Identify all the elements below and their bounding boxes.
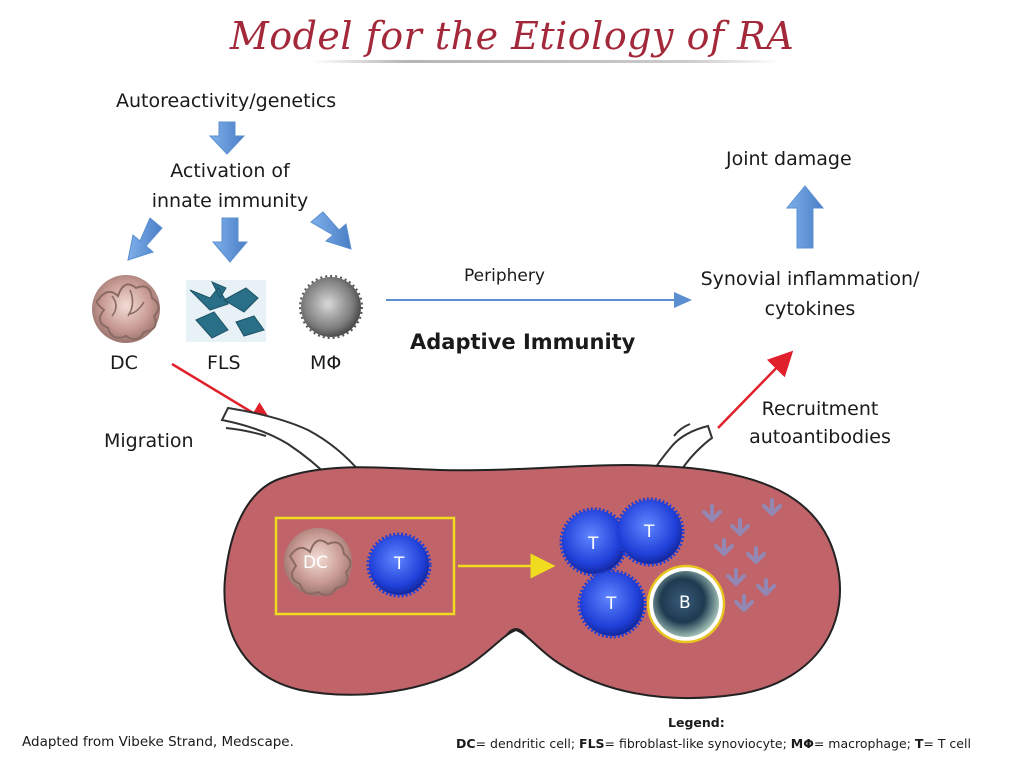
cell-label-t3: T: [606, 594, 617, 614]
fls-cell-image: [186, 280, 266, 342]
down-arrow-1: [208, 121, 246, 155]
label-synovial-line2: cytokines: [764, 298, 856, 320]
arrow-to-dc: [127, 217, 163, 261]
legend-t-key: T: [914, 736, 924, 751]
antibodies: [702, 498, 782, 612]
up-arrow-joint-damage: [785, 185, 825, 249]
label-adaptive-immunity: Adaptive Immunity: [410, 330, 636, 354]
label-recruitment-line2: autoantibodies: [749, 426, 891, 448]
dc-cell-image: [92, 275, 160, 343]
label-fls: FLS: [207, 352, 241, 374]
cell-label-t2: T: [644, 522, 655, 542]
label-autoreactivity: Autoreactivity/genetics: [116, 90, 337, 112]
label-synovial-line1: Synovial inflammation/: [700, 268, 920, 290]
credit-text: Adapted from Vibeke Strand, Medscape.: [22, 734, 294, 750]
title-underline: [312, 60, 782, 63]
label-activation-line2: innate immunity: [151, 190, 309, 212]
label-mphi: MΦ: [310, 352, 342, 374]
lymph-node-hilum: [505, 628, 527, 637]
legend-dc-key: DC: [456, 736, 476, 751]
cell-label-b: B: [679, 593, 691, 613]
legend-fls-key: FLS: [579, 736, 605, 751]
legend-t-val: = T cell: [923, 736, 971, 751]
label-dc: DC: [110, 352, 138, 374]
arrow-to-mphi: [310, 211, 352, 250]
t-cell-2: [615, 497, 685, 567]
b-cell: [646, 564, 726, 644]
t-cell-in-box: [366, 532, 432, 598]
cell-label-t-box: T: [394, 554, 405, 574]
legend-fls-val: = fibroblast-like synoviocyte;: [604, 736, 791, 751]
dc-t-interaction-box: [274, 516, 456, 616]
label-activation-line1: Activation of: [170, 160, 290, 182]
label-periphery: Periphery: [464, 266, 545, 286]
label-recruitment-line1: Recruitment: [761, 398, 879, 420]
legend-mphi-val: = macrophage;: [813, 736, 915, 751]
label-migration: Migration: [104, 430, 194, 452]
cell-label-t1: T: [588, 534, 599, 554]
page-title: Model for the Etiology of RA: [229, 14, 795, 58]
legend-title: Legend:: [668, 715, 725, 730]
mphi-cell-image: [299, 275, 363, 339]
recruitment-arrow: [717, 350, 794, 429]
legend-mphi-key: MΦ: [790, 736, 814, 751]
t-cell-3: [577, 569, 647, 639]
label-joint-damage: Joint damage: [726, 148, 852, 170]
legend-text: DC= dendritic cell; FLS= fibroblast-like…: [456, 736, 971, 751]
cell-label-dc: DC: [303, 553, 328, 573]
arrow-to-fls: [211, 217, 249, 263]
dc-cell-node: [284, 528, 352, 597]
legend-dc-val: = dendritic cell;: [475, 736, 580, 751]
